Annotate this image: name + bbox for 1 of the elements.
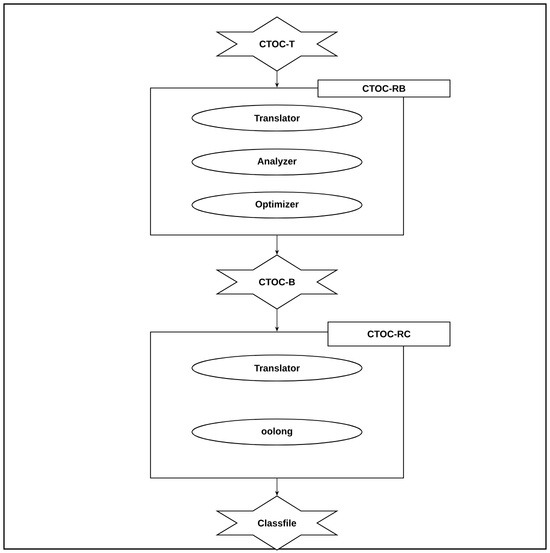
node-label: Classfile — [258, 520, 296, 526]
